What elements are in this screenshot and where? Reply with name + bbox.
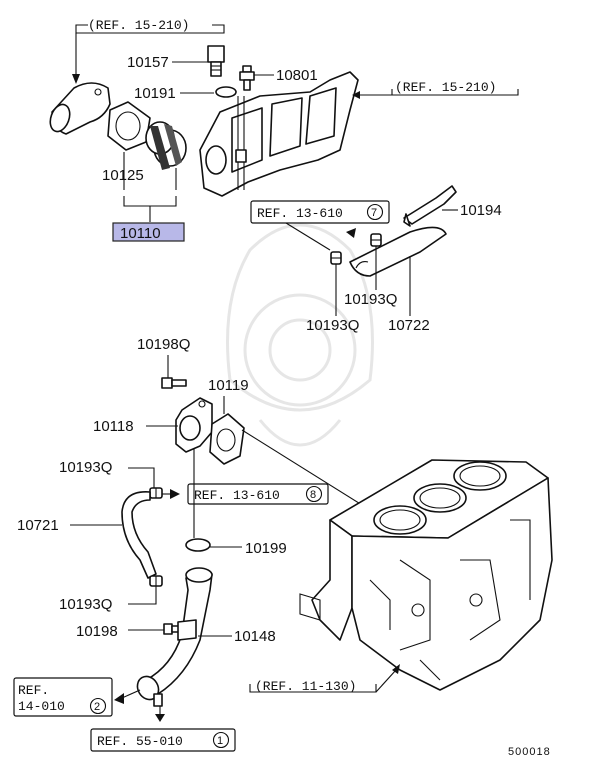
ref-55-010-1-callout[interactable]: REF. 55-010 1 [90, 706, 236, 752]
arrow-left-icon [114, 693, 124, 704]
highlight-10110 [112, 222, 185, 242]
ref-14-010-num: 2 [94, 701, 101, 713]
label-10157[interactable]: 10157 [127, 54, 169, 71]
bolt-10198[interactable] [163, 619, 197, 641]
ref-box-13-610-8 [187, 483, 329, 505]
sensor-10801[interactable] [239, 65, 255, 91]
ref-14-010-2-callout[interactable]: REF. 14-010 2 [13, 677, 141, 717]
label-10110[interactable]: 10110 [120, 225, 161, 242]
label-10194[interactable]: 10194 [460, 202, 502, 219]
ref-14-010-line2: 14-010 [18, 699, 65, 714]
engine-block[interactable] [299, 459, 553, 691]
circle-number-icon [305, 485, 323, 503]
arrow-icon [392, 664, 400, 674]
label-10193q-d[interactable]: 10193Q [59, 596, 112, 613]
ref-11-130-callout[interactable]: (REF. 11-130) [249, 664, 400, 694]
ref-55-010-text: REF. 55-010 [97, 734, 183, 749]
ref-bracket-top [75, 24, 225, 34]
ref-leader-11-130 [375, 669, 397, 693]
ref-15-210-right-callout[interactable]: (REF. 15-210) [352, 80, 519, 99]
clamp-10193q-top-a[interactable] [370, 233, 382, 247]
leader-10193q-d [128, 586, 157, 605]
water-outlet-fitting[interactable] [199, 71, 359, 197]
ref-box-55-010-1 [90, 728, 236, 752]
hose-10722[interactable] [349, 226, 447, 277]
label-10801[interactable]: 10801 [276, 67, 318, 84]
leader-10119-block [241, 429, 371, 511]
label-10191[interactable]: 10191 [134, 85, 176, 102]
diagram-code: 500018 [508, 746, 551, 758]
label-10193q-b[interactable]: 10193Q [306, 317, 359, 334]
ref-13-610-8-text: REF. 13-610 [194, 488, 280, 503]
hose-10721[interactable] [121, 491, 157, 579]
ref-13-610-8-num: 8 [310, 489, 317, 501]
clamp-10193q-mid[interactable] [149, 487, 163, 499]
arrow-left-icon [352, 91, 360, 99]
ref-13-610-7-text: REF. 13-610 [257, 206, 343, 221]
ref-box-13-610-7 [250, 200, 390, 224]
oring-10199[interactable] [185, 538, 211, 552]
ref-box-14-010-2 [13, 677, 113, 717]
label-10198[interactable]: 10198 [76, 623, 118, 640]
ref-15-210-top-text: (REF. 15-210) [88, 18, 189, 33]
ref-15-210-top-callout[interactable]: (REF. 15-210) [72, 18, 225, 84]
arrow-right-icon [170, 489, 180, 499]
bolt-10198q[interactable] [161, 377, 187, 389]
label-10125[interactable]: 10125 [102, 167, 144, 184]
ref-bracket-right [391, 89, 519, 96]
oring-10191[interactable] [215, 86, 237, 98]
leader-10193q-c [128, 467, 155, 488]
circle-number-icon [366, 203, 384, 221]
ref-bracket-11-130 [249, 684, 377, 693]
label-10118[interactable]: 10118 [93, 418, 134, 435]
clamp-10193q-top-b[interactable] [330, 251, 342, 265]
label-10722[interactable]: 10722 [388, 317, 430, 334]
label-10198q[interactable]: 10198Q [137, 336, 190, 353]
label-10119[interactable]: 10119 [208, 377, 249, 394]
water-inlet-fitting-10118[interactable] [175, 397, 213, 453]
label-10193q-c[interactable]: 10193Q [59, 459, 112, 476]
bracket-10110 [123, 196, 177, 207]
gasket-10125[interactable] [107, 101, 151, 151]
ref-11-130-text: (REF. 11-130) [255, 679, 356, 694]
label-10148[interactable]: 10148 [234, 628, 276, 645]
leader-ref-13-610-7 [285, 222, 331, 251]
gasket-10119[interactable] [209, 413, 245, 465]
arrow-down-icon [155, 714, 165, 722]
ref-15-210-right-text: (REF. 15-210) [395, 80, 496, 95]
ref-13-610-8-callout[interactable]: REF. 13-610 8 [162, 483, 329, 505]
label-10193q-a[interactable]: 10193Q [344, 291, 397, 308]
arrow-down-icon [72, 74, 80, 84]
thermostat-housing[interactable] [47, 82, 111, 135]
bracket-10194[interactable] [403, 185, 457, 227]
circle-number-icon [212, 731, 230, 749]
arrow-icon [346, 228, 356, 238]
ref-13-610-7-callout[interactable]: REF. 13-610 7 [250, 200, 390, 251]
clamp-10193q-low[interactable] [149, 575, 163, 587]
water-pipe-10148[interactable] [133, 567, 213, 707]
watermark-emblem [226, 223, 374, 447]
ref-14-010-line1: REF. [18, 683, 49, 698]
thermostat[interactable] [145, 121, 187, 170]
ref-13-610-7-num: 7 [371, 207, 378, 219]
circle-number-icon [89, 697, 107, 715]
sensor-10157[interactable] [207, 45, 225, 77]
label-10721[interactable]: 10721 [17, 517, 59, 534]
ref-55-010-num: 1 [217, 735, 224, 747]
label-10199[interactable]: 10199 [245, 540, 287, 557]
ref-leader-14-010 [121, 689, 141, 699]
